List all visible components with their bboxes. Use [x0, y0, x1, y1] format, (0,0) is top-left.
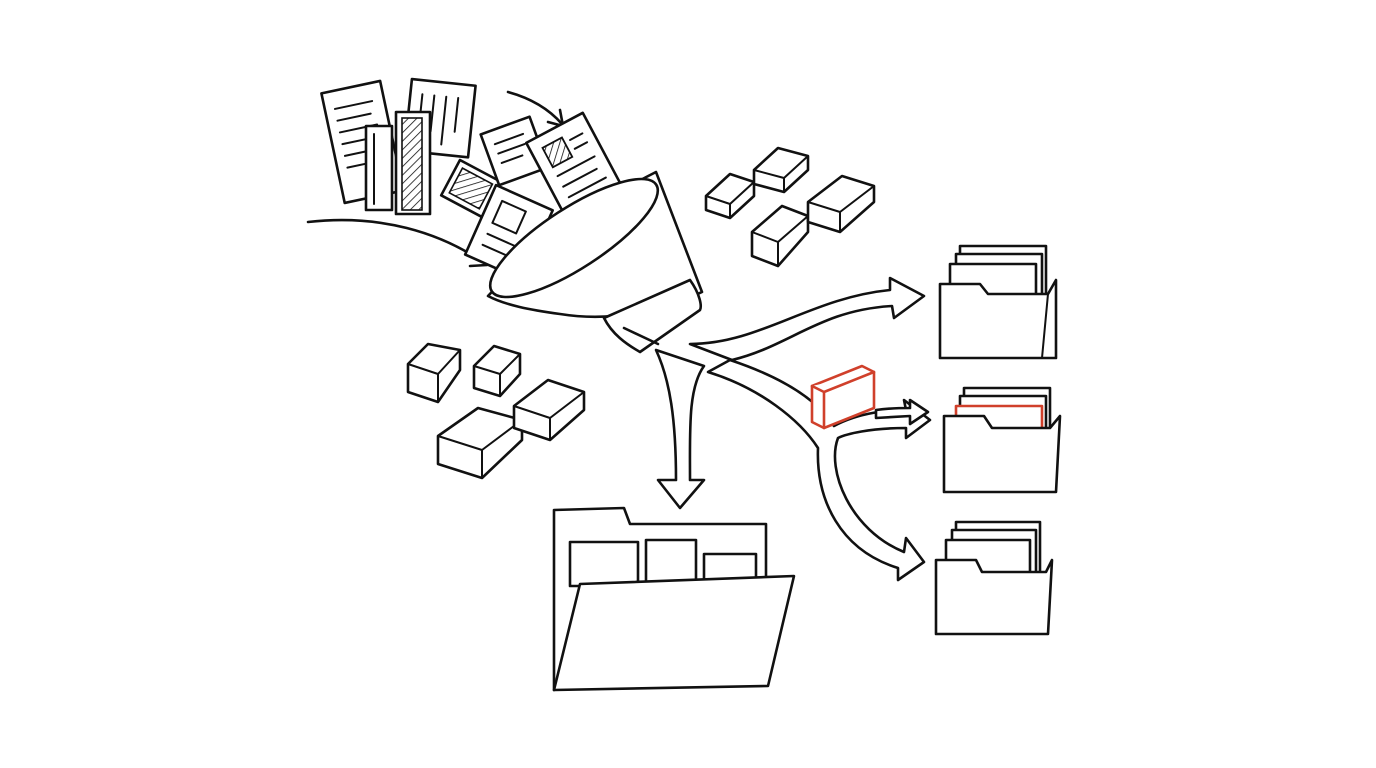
block-icon — [750, 204, 810, 268]
folder-icon — [942, 386, 1062, 494]
arrow-icon — [706, 358, 932, 582]
block-icon — [752, 146, 810, 194]
arrow-icon — [688, 276, 926, 362]
arrow-icon — [654, 348, 706, 510]
document-stack-icon — [320, 77, 630, 282]
block-icon — [806, 174, 876, 234]
block-icon — [704, 172, 756, 220]
folder-icon — [938, 244, 1058, 360]
arrow-icon — [874, 398, 930, 426]
block-cluster-left — [406, 342, 586, 480]
binder — [364, 124, 394, 212]
input-arrow-left — [306, 218, 489, 268]
folder-icon — [934, 520, 1054, 636]
block-cluster-top — [704, 146, 876, 268]
red-block-icon — [810, 364, 876, 430]
block-icon — [512, 378, 586, 442]
block-icon — [436, 406, 524, 480]
folder-icon — [552, 506, 796, 692]
funnel-icon — [486, 170, 704, 354]
block-icon — [472, 344, 522, 398]
block-icon — [406, 342, 462, 404]
